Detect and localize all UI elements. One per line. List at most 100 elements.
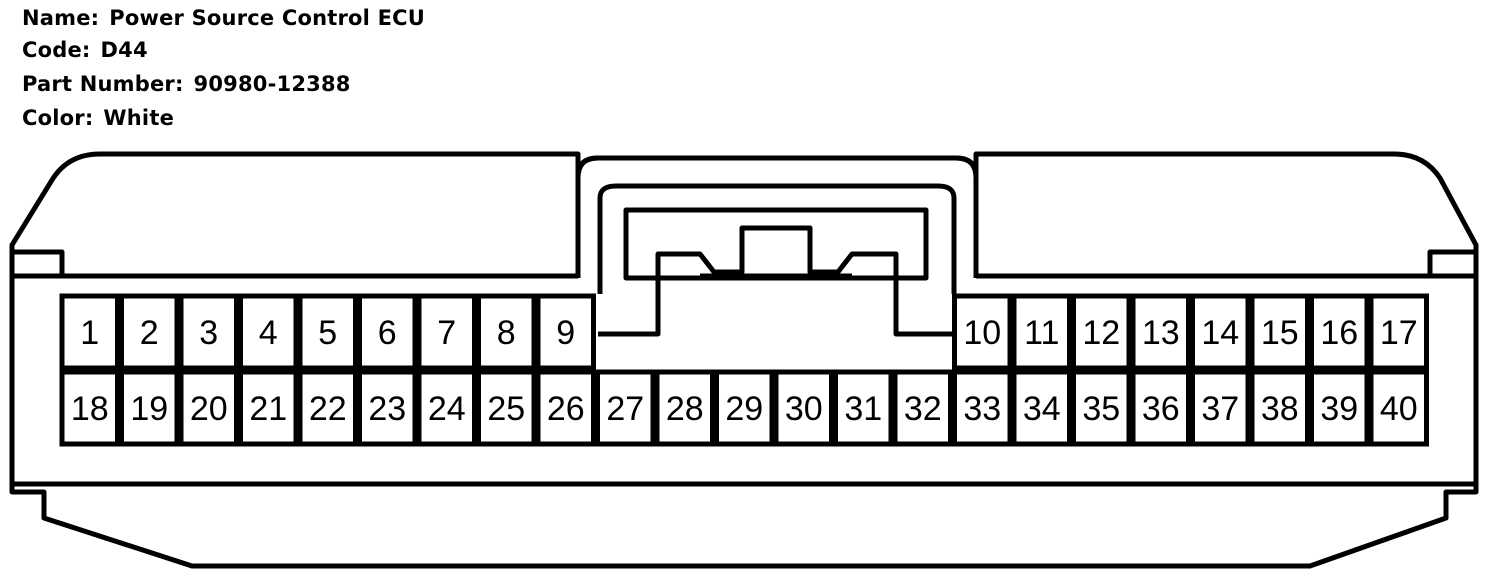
code-label: Code:	[22, 38, 91, 62]
pin-32-cell	[892, 369, 953, 447]
pin-3-label: 3	[199, 314, 218, 352]
pin-40-cell	[1368, 369, 1429, 447]
pin-29-label: 29	[725, 390, 763, 428]
pin-37-cell	[1190, 369, 1251, 447]
pin-21-cell	[238, 369, 299, 447]
pin-22-label: 22	[309, 390, 347, 428]
part-number-value: 90980-12388	[193, 72, 351, 96]
pin-26-label: 26	[547, 390, 585, 428]
pin-2-cell	[119, 293, 180, 371]
pin-18-label: 18	[71, 390, 109, 428]
pin-33-cell	[952, 369, 1013, 447]
pin-27-cell	[595, 369, 656, 447]
pin-6-cell	[357, 293, 418, 371]
part-number-label: Part Number:	[22, 72, 184, 96]
pin-5-label: 5	[318, 314, 337, 352]
pin-25-label: 25	[487, 390, 525, 428]
color-label: Color:	[22, 106, 94, 130]
pin-32-label: 32	[904, 390, 942, 428]
pin-34-cell	[1011, 369, 1072, 447]
pin-13-cell	[1130, 293, 1191, 371]
name-label: Name:	[22, 6, 100, 30]
pin-22-cell	[297, 369, 358, 447]
pin-24-label: 24	[428, 390, 466, 428]
pin-38-label: 38	[1261, 390, 1299, 428]
pin-4-label: 4	[259, 314, 278, 352]
pin-28-cell	[654, 369, 715, 447]
pin-1-cell	[59, 293, 120, 371]
pin-20-label: 20	[190, 390, 228, 428]
pin-39-label: 39	[1320, 390, 1358, 428]
pin-4-cell	[238, 293, 299, 371]
pin-15-cell	[1249, 293, 1310, 371]
key-window	[623, 207, 929, 281]
color-value: White	[103, 106, 175, 130]
part-number-line: Part Number: 90980-12388	[22, 72, 351, 96]
pin-8-label: 8	[497, 314, 516, 352]
pin-3-cell	[178, 293, 239, 371]
pin-14-label: 14	[1201, 314, 1239, 352]
pin-11-label: 11	[1024, 314, 1059, 352]
pin-1-label: 1	[80, 314, 99, 352]
pin-27-label: 27	[606, 390, 644, 428]
pin-30-cell	[773, 369, 834, 447]
pin-6-label: 6	[378, 314, 397, 352]
pin-13-label: 13	[1142, 314, 1180, 352]
code-value: D44	[100, 38, 148, 62]
pin-23-label: 23	[368, 390, 406, 428]
pin-17-label: 17	[1380, 314, 1418, 352]
pin-9-label: 9	[556, 314, 575, 352]
pin-20-cell	[178, 369, 239, 447]
pin-7-cell	[416, 293, 477, 371]
pin-11-cell	[1011, 293, 1072, 371]
pin-7-label: 7	[437, 314, 456, 352]
right-latch-notch	[1427, 249, 1476, 278]
pin-15-label: 15	[1261, 314, 1299, 352]
pin-37-label: 37	[1201, 390, 1239, 428]
pin-19-cell	[119, 369, 180, 447]
pin-35-cell	[1071, 369, 1132, 447]
pin-10-cell	[952, 293, 1013, 371]
pin-9-cell	[535, 293, 596, 371]
pin-16-label: 16	[1320, 314, 1358, 352]
locking-tab	[598, 225, 954, 337]
pin-31-label: 31	[844, 390, 882, 428]
pin-18-cell	[59, 369, 120, 447]
pin-12-cell	[1071, 293, 1132, 371]
pin-39-cell	[1309, 369, 1370, 447]
key-housing-inner	[597, 183, 957, 294]
pin-33-label: 33	[963, 390, 1001, 428]
pin-30-label: 30	[785, 390, 823, 428]
pin-17-cell	[1368, 293, 1429, 371]
pin-40-label: 40	[1380, 390, 1418, 428]
left-latch-notch	[12, 249, 65, 278]
pin-8-cell	[476, 293, 537, 371]
pin-23-cell	[357, 369, 418, 447]
pin-21-label: 21	[249, 390, 287, 428]
pin-29-cell	[714, 369, 775, 447]
pin-38-cell	[1249, 369, 1310, 447]
pin-25-cell	[476, 369, 537, 447]
pin-14-cell	[1190, 293, 1251, 371]
pin-12-label: 12	[1082, 314, 1120, 352]
pin-35-label: 35	[1082, 390, 1120, 428]
pin-10-label: 10	[963, 314, 1001, 352]
name-value: Power Source Control ECU	[109, 6, 426, 30]
connector-name-line: Name: Power Source Control ECU	[22, 6, 425, 30]
key-housing-outer	[575, 155, 979, 278]
pin-34-label: 34	[1023, 390, 1061, 428]
pin-2-label: 2	[140, 314, 159, 352]
pin-19-label: 19	[130, 390, 168, 428]
pin-31-cell	[833, 369, 894, 447]
connector-color-line: Color: White	[22, 106, 174, 130]
pin-5-cell	[297, 293, 358, 371]
pin-24-cell	[416, 369, 477, 447]
pin-36-label: 36	[1142, 390, 1180, 428]
pin-16-cell	[1309, 293, 1370, 371]
pin-36-cell	[1130, 369, 1191, 447]
pin-26-cell	[535, 369, 596, 447]
pin-28-label: 28	[666, 390, 704, 428]
connector-code-line: Code: D44	[22, 38, 148, 62]
